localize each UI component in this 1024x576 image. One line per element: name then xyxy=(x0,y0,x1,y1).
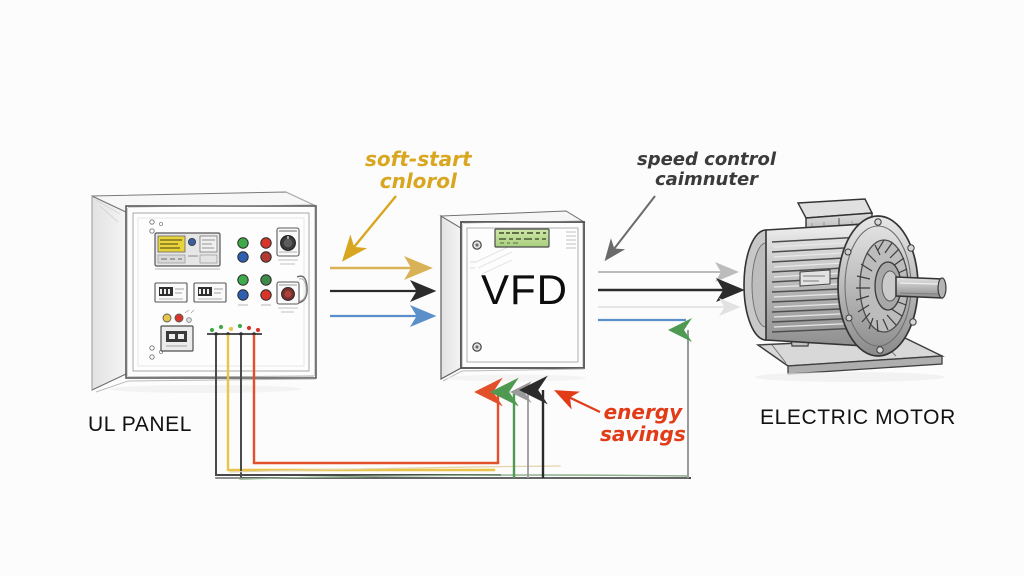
panel-hinges xyxy=(149,219,163,360)
bell-housing xyxy=(837,215,919,357)
annotation-speed-control: speed control caimnuter xyxy=(637,149,777,191)
annotation-leaders xyxy=(341,195,656,413)
controller-module[interactable] xyxy=(154,232,221,270)
cable-green-sweep xyxy=(239,474,689,480)
annotation-energy-savings: energy savings xyxy=(600,401,686,446)
annotation-energy-savings-line1: energy xyxy=(603,400,683,424)
annotation-speed-control-line2: caimnuter xyxy=(654,169,759,191)
vfd-latches[interactable] xyxy=(470,240,482,352)
cable-yellow xyxy=(226,334,496,472)
electric-motor-label: ELECTRIC MOTOR xyxy=(760,406,956,429)
electric-motor[interactable] xyxy=(743,198,947,382)
output-shaft xyxy=(895,276,947,299)
ul-panel-enclosure[interactable] xyxy=(91,191,317,393)
annotation-soft-start: soft-start cnlorol xyxy=(365,148,472,193)
panel-door-handle[interactable] xyxy=(296,275,308,304)
arrows-panel-to-vfd xyxy=(330,256,437,327)
ul-panel-label: UL PANEL xyxy=(88,413,193,436)
vfd-label: VFD xyxy=(481,266,568,313)
arrows-vfd-to-motor xyxy=(598,262,745,322)
cable-runs xyxy=(215,334,691,480)
cable-red xyxy=(252,334,500,465)
terminal-block[interactable] xyxy=(207,323,262,336)
vfd-enclosure[interactable] xyxy=(439,210,586,382)
annotation-speed-control-line1: speed control xyxy=(637,149,777,170)
vfd-lcd xyxy=(494,228,550,248)
cable-dark-1 xyxy=(215,335,501,476)
cable-tan-sweep xyxy=(229,465,561,473)
leader-soft-start xyxy=(341,195,397,262)
annotation-energy-savings-line2: savings xyxy=(600,422,686,447)
breaker-unit[interactable] xyxy=(160,309,195,352)
leader-speed-control xyxy=(604,195,656,262)
leader-energy-savings xyxy=(554,390,601,413)
selector-switches[interactable] xyxy=(276,227,300,313)
meter-boxes[interactable] xyxy=(154,282,227,303)
arrows-into-vfd-base xyxy=(474,375,548,478)
annotation-soft-start-line1: soft-start xyxy=(365,147,472,171)
indicator-lights[interactable] xyxy=(237,237,272,306)
annotation-soft-start-line2: cnlorol xyxy=(379,169,457,194)
